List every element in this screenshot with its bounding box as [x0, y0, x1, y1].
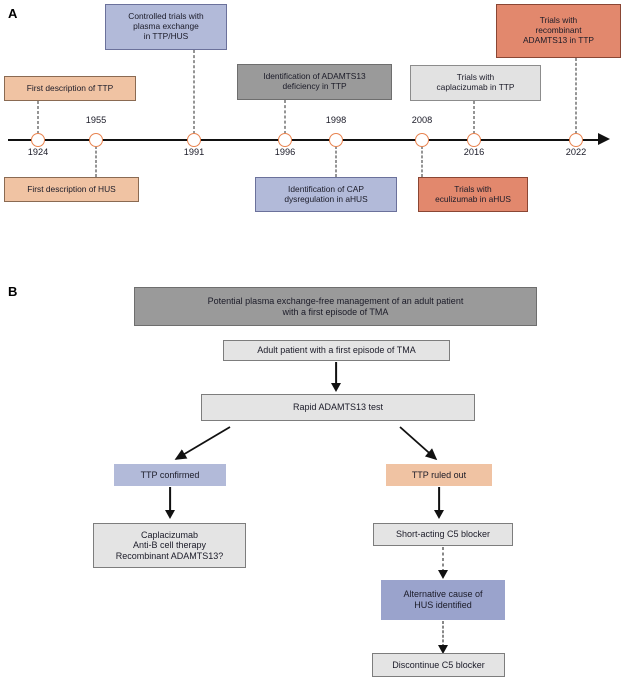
timeline-box-controlled-trials-plasma-exchange: Controlled trials with plasma exchange i…	[105, 4, 227, 50]
connector-c5-to-alternative-cause	[442, 547, 444, 572]
timeline-node-2022[interactable]	[569, 133, 583, 147]
timeline-node-2016[interactable]	[467, 133, 481, 147]
flowchart-box-alternative-cause-hus: Alternative cause of HUS identified	[381, 580, 505, 620]
flowchart-box-ttp-treatment: Caplacizumab Anti-B cell therapy Recombi…	[93, 523, 246, 568]
flowchart-box-label: Rapid ADAMTS13 test	[292, 402, 384, 413]
flowchart-box-start: Adult patient with a first episode of TM…	[223, 340, 450, 361]
timeline-year-1991: 1991	[183, 147, 205, 157]
connector-ttp-confirmed-to-treatment	[169, 487, 171, 511]
flowchart-box-ttp-confirmed: TTP confirmed	[114, 464, 226, 486]
timeline-box-first-description-ttp: First description of TTP	[4, 76, 136, 101]
timeline-node-1924[interactable]	[31, 133, 45, 147]
panel-letter-b: B	[8, 284, 18, 299]
timeline-box-label: First description of HUS	[27, 183, 116, 194]
leader-line-2022	[575, 58, 577, 134]
timeline-year-2016: 2016	[463, 147, 485, 157]
leader-line-1991	[193, 50, 195, 134]
flowchart-box-label: TTP ruled out	[411, 469, 467, 480]
panel-letter-a: A	[8, 6, 18, 21]
arrowhead-ttp-confirmed-to-treatment	[165, 510, 175, 519]
leader-line-1996	[284, 100, 286, 134]
flowchart-box-label: Discontinue C5 blocker	[392, 659, 485, 670]
connector-alternative-cause-to-discontinue	[442, 621, 444, 647]
timeline-year-2008: 2008	[411, 115, 433, 125]
timeline-node-1955[interactable]	[89, 133, 103, 147]
leader-line-2016	[473, 101, 475, 134]
leader-line-2008	[421, 146, 423, 177]
timeline-box-label: Trials with caplacizumab in TTP	[436, 72, 515, 92]
timeline-box-recombinant-adamts13-trials: Trials with recombinant ADAMTS13 in TTP	[496, 4, 621, 58]
arrowhead-c5-to-alternative-cause	[438, 570, 448, 579]
timeline-box-adamts13-deficiency: Identification of ADAMTS13 deficiency in…	[237, 64, 392, 100]
flowchart-title-box: Potential plasma exchange-free managemen…	[134, 287, 537, 326]
flowchart-box-discontinue-c5-blocker: Discontinue C5 blocker	[372, 653, 505, 677]
connector-ttp-ruled-out-to-c5	[438, 487, 440, 511]
flowchart-box-label: Alternative cause of HUS identified	[403, 589, 483, 610]
flowchart-title-label: Potential plasma exchange-free managemen…	[207, 295, 464, 317]
arrowhead-alternative-cause-to-discontinue	[438, 645, 448, 654]
arrowhead-ttp-ruled-out-to-c5	[434, 510, 444, 519]
timeline-axis	[8, 139, 600, 141]
flowchart-box-label: Short-acting C5 blocker	[395, 529, 491, 540]
timeline-year-1998: 1998	[325, 115, 347, 125]
timeline-box-eculizumab-trials: Trials with eculizumab in aHUS	[418, 177, 528, 212]
flowchart-box-label: Adult patient with a first episode of TM…	[257, 345, 416, 356]
timeline-box-caplacizumab-trials: Trials with caplacizumab in TTP	[410, 65, 541, 101]
leader-line-1998	[335, 146, 337, 177]
timeline-node-1991[interactable]	[187, 133, 201, 147]
timeline-box-label: Trials with recombinant ADAMTS13 in TTP	[522, 15, 595, 45]
timeline-box-label: Identification of ADAMTS13 deficiency in…	[263, 71, 366, 91]
flowchart-box-label: Caplacizumab Anti-B cell therapy Recombi…	[115, 529, 224, 561]
connector-start-to-test	[335, 362, 337, 384]
timeline-box-first-description-hus: First description of HUS	[4, 177, 139, 202]
arrowhead-start-to-test	[331, 383, 341, 392]
timeline-box-label: Trials with eculizumab in aHUS	[435, 183, 511, 204]
flowchart-box-label: TTP confirmed	[140, 469, 200, 480]
leader-line-1955	[95, 146, 97, 177]
timeline-axis-arrowhead	[598, 133, 610, 145]
timeline-box-label: Controlled trials with plasma exchange i…	[128, 11, 204, 41]
flowchart-box-rapid-test: Rapid ADAMTS13 test	[201, 394, 475, 421]
timeline-year-1924: 1924	[27, 147, 49, 157]
timeline-year-1955: 1955	[85, 115, 107, 125]
timeline-box-cap-dysregulation: Identification of CAP dysregulation in a…	[255, 177, 397, 212]
timeline-year-2022: 2022	[565, 147, 587, 157]
leader-line-1924	[37, 101, 39, 134]
timeline-node-1998[interactable]	[329, 133, 343, 147]
timeline-box-label: Identification of CAP dysregulation in a…	[284, 183, 368, 204]
timeline-year-1996: 1996	[274, 147, 296, 157]
flowchart-box-ttp-ruled-out: TTP ruled out	[386, 464, 492, 486]
flowchart-box-short-acting-c5-blocker: Short-acting C5 blocker	[373, 523, 513, 546]
timeline-node-1996[interactable]	[278, 133, 292, 147]
timeline-box-label: First description of TTP	[26, 82, 114, 93]
timeline-node-2008[interactable]	[415, 133, 429, 147]
